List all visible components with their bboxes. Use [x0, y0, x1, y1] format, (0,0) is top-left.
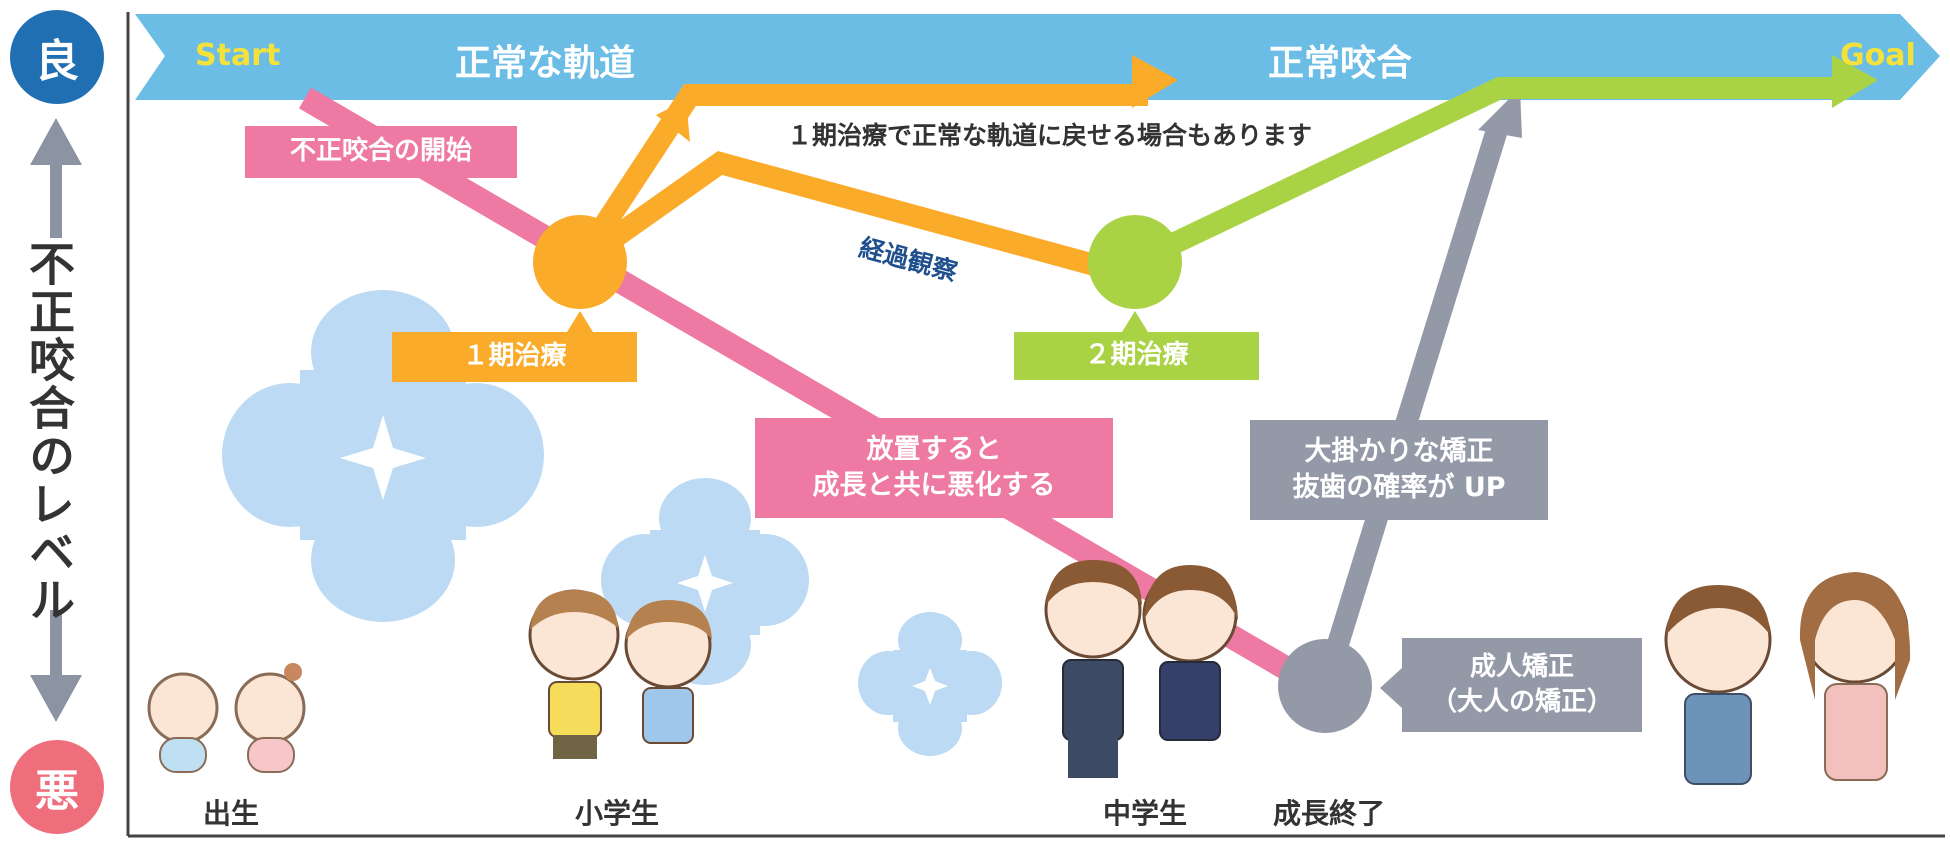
adult-label-pointer [1380, 668, 1402, 708]
malocclusion-start-label: 不正咬合の開始 [245, 126, 517, 178]
neglect-line-1: 放置すると [866, 433, 1002, 465]
goal-label: Goal [1840, 38, 1916, 73]
phase1-return-path [570, 84, 1148, 269]
major-line-1: 大掛かりな矯正 [1304, 435, 1494, 467]
major-correction-label: 大掛かりな矯正 抜歯の確率が UP [1250, 420, 1548, 520]
observation-path [573, 151, 1123, 283]
flower-decoration-large [222, 290, 544, 622]
elementary-children-illustration [528, 589, 712, 759]
phase1-label-pointer [567, 311, 593, 332]
major-line-2: 抜歯の確率が UP [1292, 472, 1506, 503]
baby-illustration [147, 663, 306, 773]
flower-decoration-small [858, 612, 1002, 756]
phase1-up-arrowhead [656, 100, 690, 142]
flower-center-small [912, 668, 948, 705]
normal-trajectory-label: 正常な軌道 [455, 43, 636, 84]
phase2-path [1130, 77, 1845, 272]
phase2-arrowhead [1832, 55, 1878, 108]
good-level-badge: 良 [10, 10, 104, 104]
adult-line-2: （大人の矯正） [1430, 687, 1613, 717]
flower-center-large [340, 415, 426, 500]
phase2-treatment-label: ２期治療 [1014, 332, 1259, 380]
phase1-treatment-label: １期治療 [392, 332, 637, 382]
phase1-note-text: １期治療で正常な軌道に戻せる場合もあります [787, 121, 1313, 150]
start-label: Start [195, 38, 281, 73]
adults-illustration [1664, 572, 1911, 785]
stage-elementary: 小学生 [575, 797, 660, 830]
stage-growth-end: 成長終了 [1273, 797, 1386, 830]
phase1-node [533, 215, 627, 309]
stage-birth: 出生 [203, 797, 260, 830]
junior-high-students-illustration [1044, 560, 1238, 778]
adult-arrow-head [1478, 88, 1522, 138]
adult-line-1: 成人矯正 [1469, 651, 1574, 682]
bad-level-badge: 悪 [10, 740, 104, 834]
neglect-warning-label: 放置すると 成長と共に悪化する [755, 418, 1113, 518]
flower-center-medium [677, 555, 733, 612]
growth-end-node [1278, 639, 1372, 733]
stage-junior-high: 中学生 [1103, 797, 1188, 830]
neglect-line-2: 成長と共に悪化する [812, 470, 1056, 501]
adult-treatment-arrow [1314, 126, 1508, 690]
phase1-return-arrowhead [1132, 55, 1178, 108]
normal-trajectory-band [135, 14, 1940, 100]
phase2-node [1088, 215, 1182, 309]
level-axis-arrow [26, 118, 86, 722]
phase2-label-pointer [1122, 311, 1148, 332]
level-axis-title: 不正咬合のレベル [22, 240, 76, 624]
normal-occlusion-label: 正常咬合 [1268, 43, 1413, 84]
adult-orthodontics-label: 成人矯正 （大人の矯正） [1402, 638, 1642, 732]
